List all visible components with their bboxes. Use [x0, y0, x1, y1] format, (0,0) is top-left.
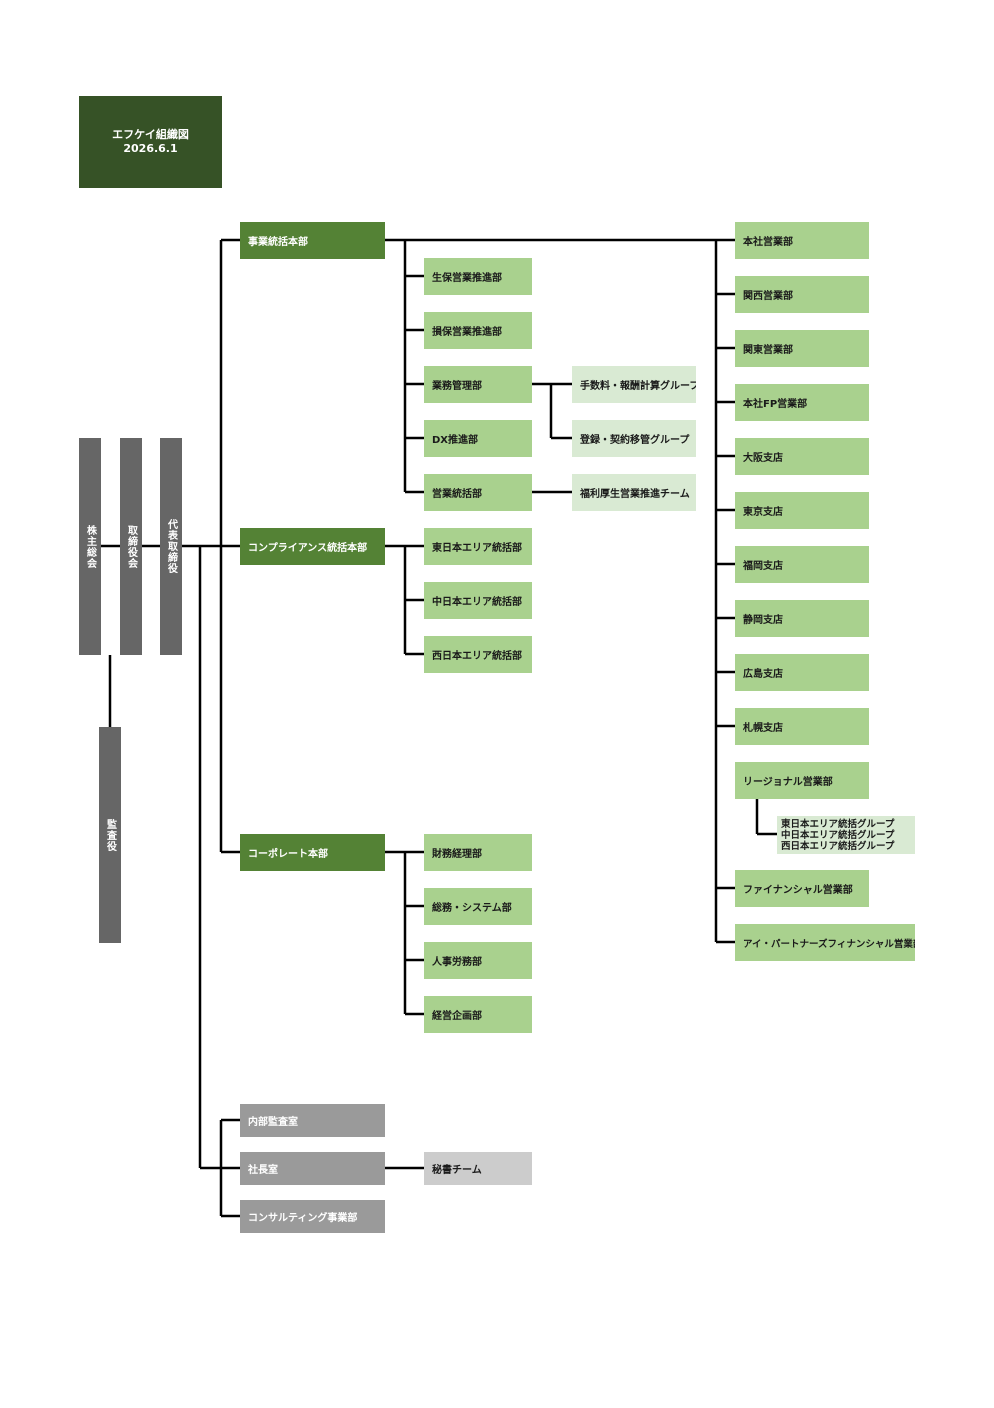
business-dept-business-management: 業務管理部: [424, 366, 532, 403]
chart-title: エフケイ組織図: [112, 128, 189, 141]
regional-group-west: 西日本エリア統括グループ: [781, 840, 895, 852]
sales-unit: ファイナンシャル営業部: [735, 870, 869, 907]
business-hq: 事業統括本部: [240, 222, 385, 259]
sales-unit: 本社FP営業部: [735, 384, 869, 421]
corporate-dept-planning: 経営企画部: [424, 996, 532, 1033]
board-of-directors: 取締役会: [120, 438, 142, 655]
regional-group-east: 東日本エリア統括グループ: [781, 818, 895, 830]
internal-audit-office: 内部監査室: [240, 1104, 385, 1137]
secretary-team: 秘書チーム: [424, 1152, 532, 1185]
business-dept-dx: DX推進部: [424, 420, 532, 457]
group-registration-transfer: 登録・契約移管グループ: [572, 420, 696, 457]
sales-unit: 本社営業部: [735, 222, 869, 259]
sales-unit: 大阪支店: [735, 438, 869, 475]
sales-unit: 静岡支店: [735, 600, 869, 637]
auditor: 監査役: [99, 727, 121, 943]
sales-unit: 関西営業部: [735, 276, 869, 313]
business-dept-life-insurance: 生保営業推進部: [424, 258, 532, 295]
consulting-division: コンサルティング事業部: [240, 1200, 385, 1233]
corporate-dept-finance: 財務経理部: [424, 834, 532, 871]
compliance-dept-west: 西日本エリア統括部: [424, 636, 532, 673]
compliance-dept-central: 中日本エリア統括部: [424, 582, 532, 619]
sales-unit: 東京支店: [735, 492, 869, 529]
corporate-dept-hr: 人事労務部: [424, 942, 532, 979]
sales-unit: アイ・パートナーズフィナンシャル営業部: [735, 924, 915, 961]
business-dept-nonlife-insurance: 損保営業推進部: [424, 312, 532, 349]
compliance-hq: コンプライアンス統括本部: [240, 528, 385, 565]
shareholders-meeting: 株主総会: [79, 438, 101, 655]
business-dept-sales-management: 営業統括部: [424, 474, 532, 511]
corporate-hq: コーポレート本部: [240, 834, 385, 871]
group-fee-calculation: 手数料・報酬計算グループ: [572, 366, 696, 403]
chart-title-box: エフケイ組織図 2026.6.1: [79, 96, 222, 188]
corporate-dept-general-affairs: 総務・システム部: [424, 888, 532, 925]
sales-unit: 札幌支店: [735, 708, 869, 745]
presidents-office: 社長室: [240, 1152, 385, 1185]
sales-unit: 福岡支店: [735, 546, 869, 583]
regional-groups: 東日本エリア統括グループ 中日本エリア統括グループ 西日本エリア統括グループ: [777, 816, 915, 854]
representative-director: 代表取締役: [160, 438, 182, 655]
team-welfare-sales: 福利厚生営業推進チーム: [572, 474, 696, 511]
regional-group-central: 中日本エリア統括グループ: [781, 829, 895, 841]
chart-date: 2026.6.1: [123, 142, 178, 155]
sales-unit: リージョナル営業部: [735, 762, 869, 799]
compliance-dept-east: 東日本エリア統括部: [424, 528, 532, 565]
sales-unit: 関東営業部: [735, 330, 869, 367]
sales-unit: 広島支店: [735, 654, 869, 691]
